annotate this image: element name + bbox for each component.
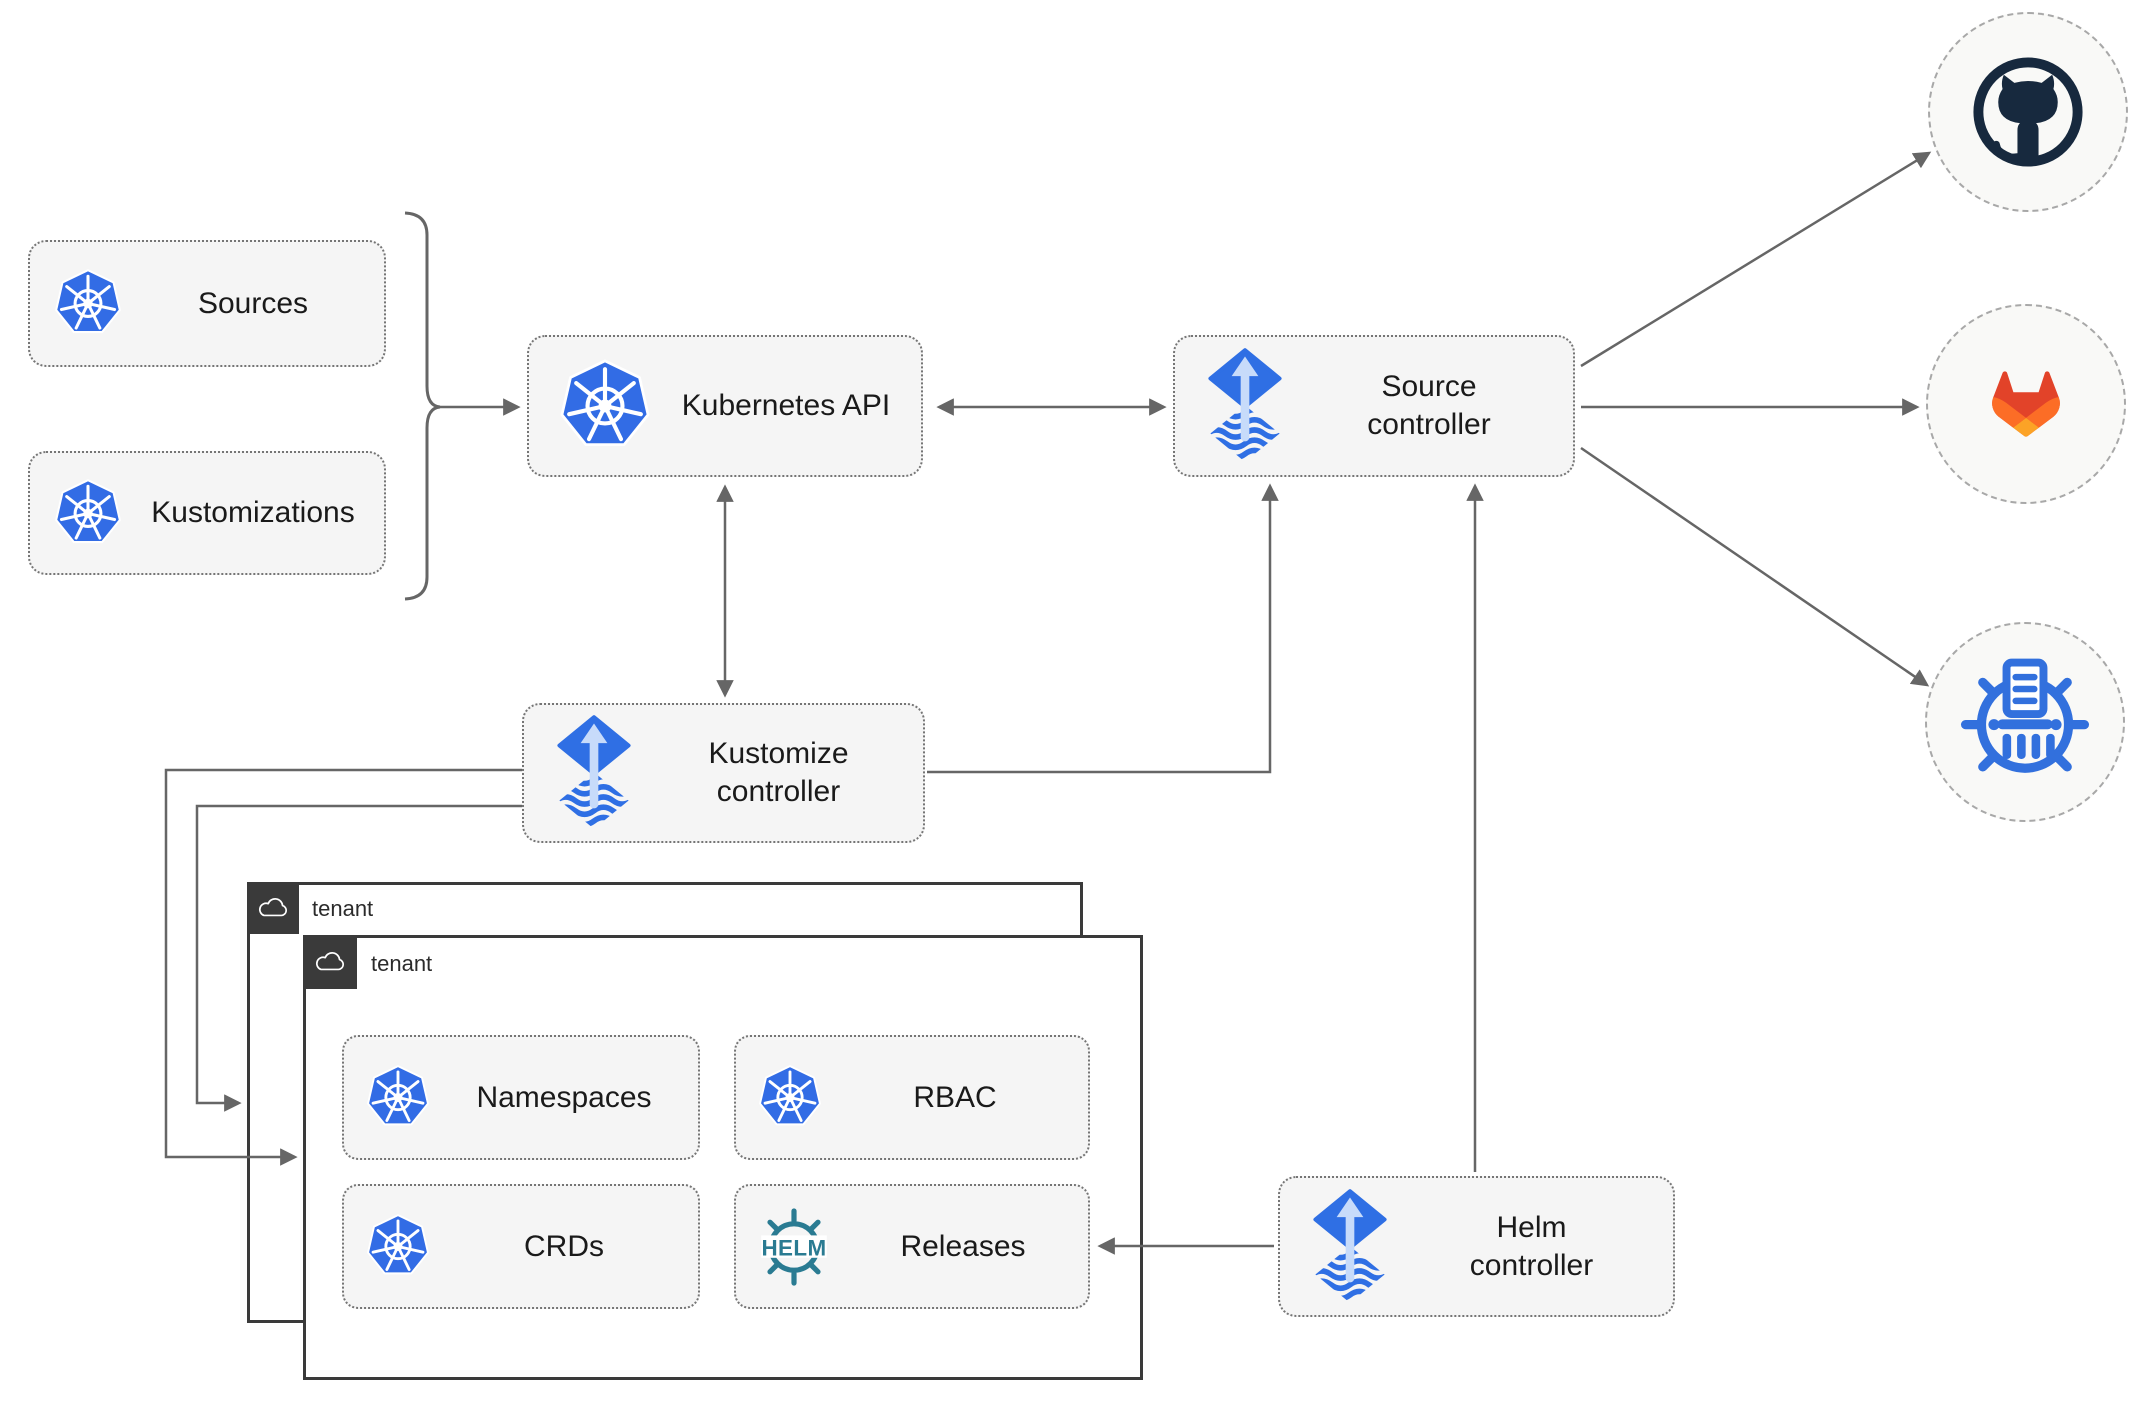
svg-text:HELM: HELM [761, 1235, 826, 1260]
crds-label: CRDs [524, 1229, 604, 1263]
releases-label: Releases [900, 1229, 1026, 1263]
helm-controller-label: Helm controller [1390, 1209, 1673, 1285]
node-releases: HELM Releases [734, 1184, 1090, 1309]
node-crds: CRDs [342, 1184, 700, 1309]
node-source-controller: Source controller [1173, 335, 1575, 477]
kustomizations-label: Kustomizations [151, 496, 355, 529]
kustomize-controller-line1: Kustomize [708, 737, 849, 770]
provider-gitlab [1926, 304, 2126, 504]
tenant-front-label: tenant [371, 951, 433, 976]
source-controller-line2: controller [1367, 408, 1491, 441]
flux-icon [1310, 1188, 1390, 1306]
node-helm-controller: Helm controller [1278, 1176, 1675, 1317]
tenant-back-header [247, 882, 299, 934]
edge-source-github [1580, 151, 1932, 368]
kubernetes-icon [54, 478, 122, 549]
cloud-icon [256, 895, 290, 921]
helm-controller-line2: controller [1469, 1248, 1594, 1282]
source-controller-label: Source controller [1285, 368, 1573, 444]
provider-chartmuseum [1925, 622, 2125, 822]
node-rbac: RBAC [734, 1035, 1090, 1160]
edge-kustomize-source [927, 483, 1279, 774]
kustomize-controller-line2: controller [716, 775, 841, 808]
node-namespaces: Namespaces [342, 1035, 700, 1160]
namespaces-label: Namespaces [476, 1080, 652, 1114]
brace-sources-group [404, 211, 441, 601]
flux-icon [554, 714, 634, 832]
edge-source-chartmuseum [1580, 446, 1930, 687]
provider-github [1928, 12, 2128, 212]
sources-label: Sources [197, 286, 309, 320]
gitlab-tanuki-icon [1959, 337, 2093, 471]
tenant-back-label: tenant [312, 896, 374, 921]
node-kustomize-controller: Kustomize controller [522, 703, 925, 843]
kubernetes-icon [54, 268, 122, 339]
kubernetes-icon [366, 1064, 430, 1131]
kustomize-controller-label: Kustomize controller [634, 735, 923, 811]
node-kubernetes-api: Kubernetes API [527, 335, 923, 477]
kubernetes-icon [366, 1213, 430, 1280]
rbac-label: RBAC [913, 1080, 997, 1114]
node-sources: Sources [28, 240, 386, 367]
kubernetes-icon [559, 358, 651, 454]
github-octocat-icon [1966, 50, 2090, 174]
kubernetes-icon [758, 1064, 822, 1131]
node-kustomizations: Kustomizations [28, 451, 386, 575]
helm-icon: HELM [750, 1207, 838, 1287]
tenant-front-header [303, 935, 357, 989]
flux-icon [1205, 347, 1285, 465]
kubernetes-api-label: Kubernetes API [681, 389, 891, 422]
cloud-icon [313, 949, 347, 975]
helm-controller-line1: Helm [1496, 1210, 1567, 1244]
source-controller-line1: Source [1381, 370, 1477, 403]
chartmuseum-wheel-icon [1959, 656, 2091, 788]
